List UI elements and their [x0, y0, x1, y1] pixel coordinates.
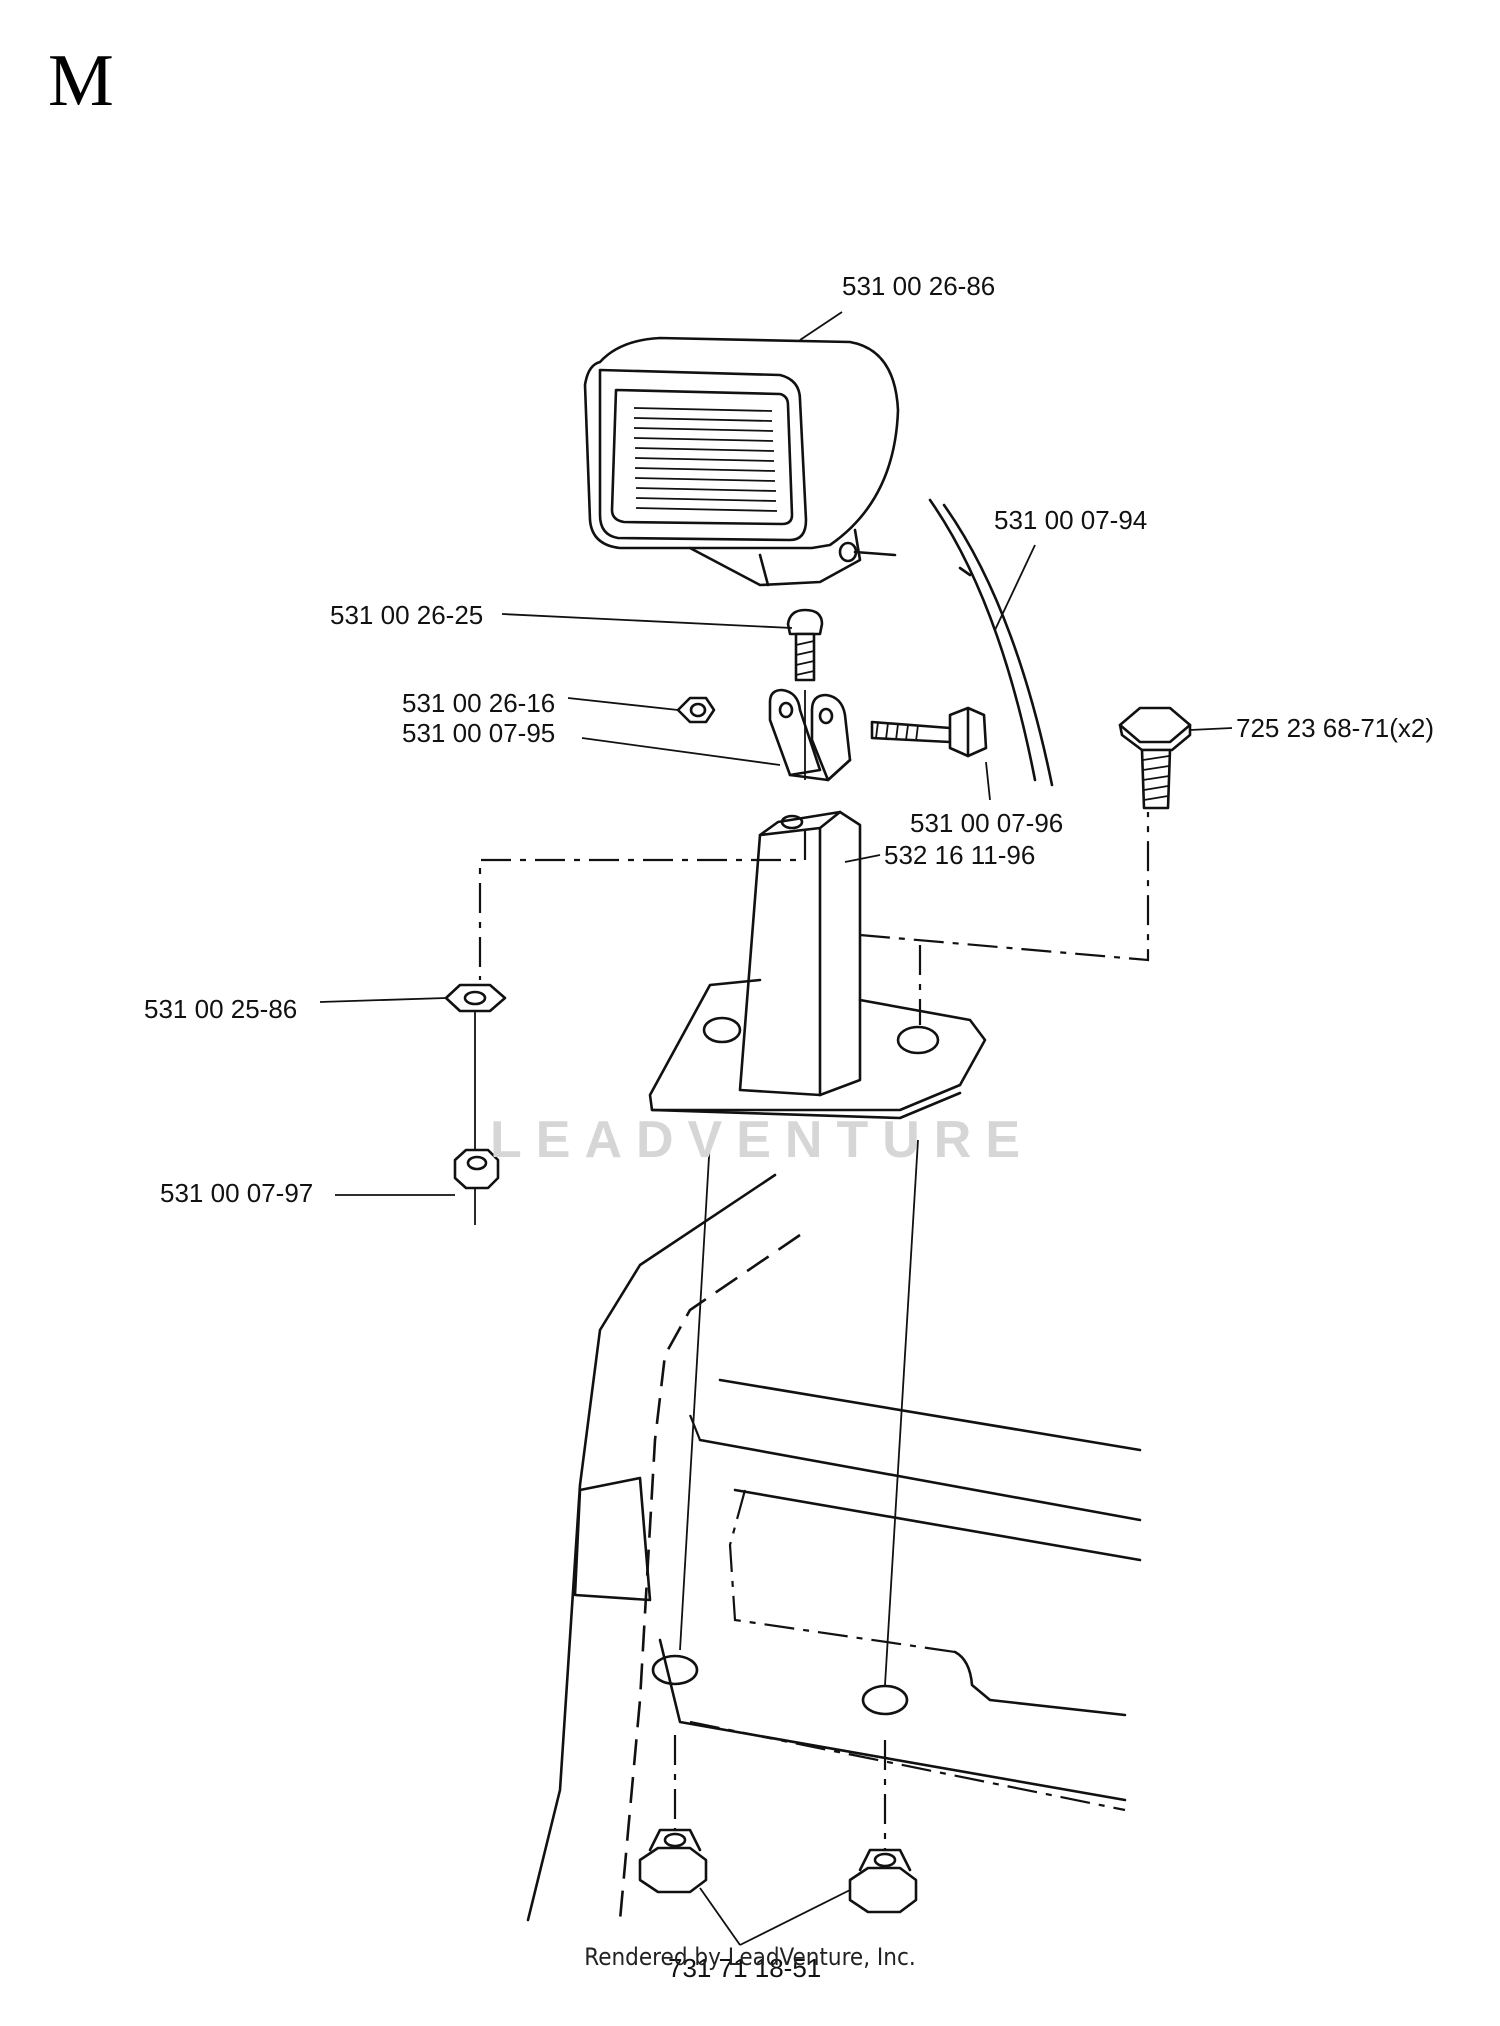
lock-nut-drawing — [453, 1148, 500, 1190]
page-letter: M — [48, 40, 114, 122]
assembly-lines — [474, 690, 1150, 1850]
bolt-drawing — [870, 706, 988, 758]
bracket-drawing — [768, 688, 852, 782]
label-lamp: 531 00 26-86 — [842, 271, 996, 301]
base-plate-drawing — [648, 978, 987, 1120]
label-screw: 725 23 68-71(x2) — [1236, 713, 1435, 743]
flange-nut-right-drawing — [848, 1848, 918, 1914]
label-small-nut: 531 00 26-16 — [402, 688, 556, 718]
post-drawing — [738, 810, 862, 1097]
label-lock-nut: 531 00 07-97 — [160, 1178, 314, 1208]
label-post: 532 16 11-96 — [884, 840, 1036, 870]
label-carriage-bolt: 531 00 26-25 — [330, 600, 484, 630]
footer-credit: Rendered by LeadVenture, Inc. — [584, 1943, 916, 1971]
label-flange-nut: 731 71 18-51 — [668, 1953, 822, 1983]
frame-drawing — [526, 1173, 1142, 1922]
leader-lines — [319, 311, 1233, 1946]
label-bolt: 531 00 07-96 — [910, 808, 1064, 838]
small-nut-drawing — [676, 696, 716, 724]
flange-nut-left-drawing — [638, 1828, 708, 1894]
label-cable: 531 00 07-94 — [994, 505, 1148, 535]
washer-drawing — [444, 983, 507, 1013]
label-washer: 531 00 25-86 — [144, 994, 298, 1024]
screw-drawing — [1118, 706, 1192, 810]
watermark: LEADVENTURE — [490, 1111, 1035, 1169]
cable-drawing — [928, 498, 1037, 782]
label-bracket: 531 00 07-95 — [402, 718, 556, 748]
work-lamp-drawing — [583, 336, 900, 587]
carriage-bolt-drawing — [786, 608, 824, 682]
